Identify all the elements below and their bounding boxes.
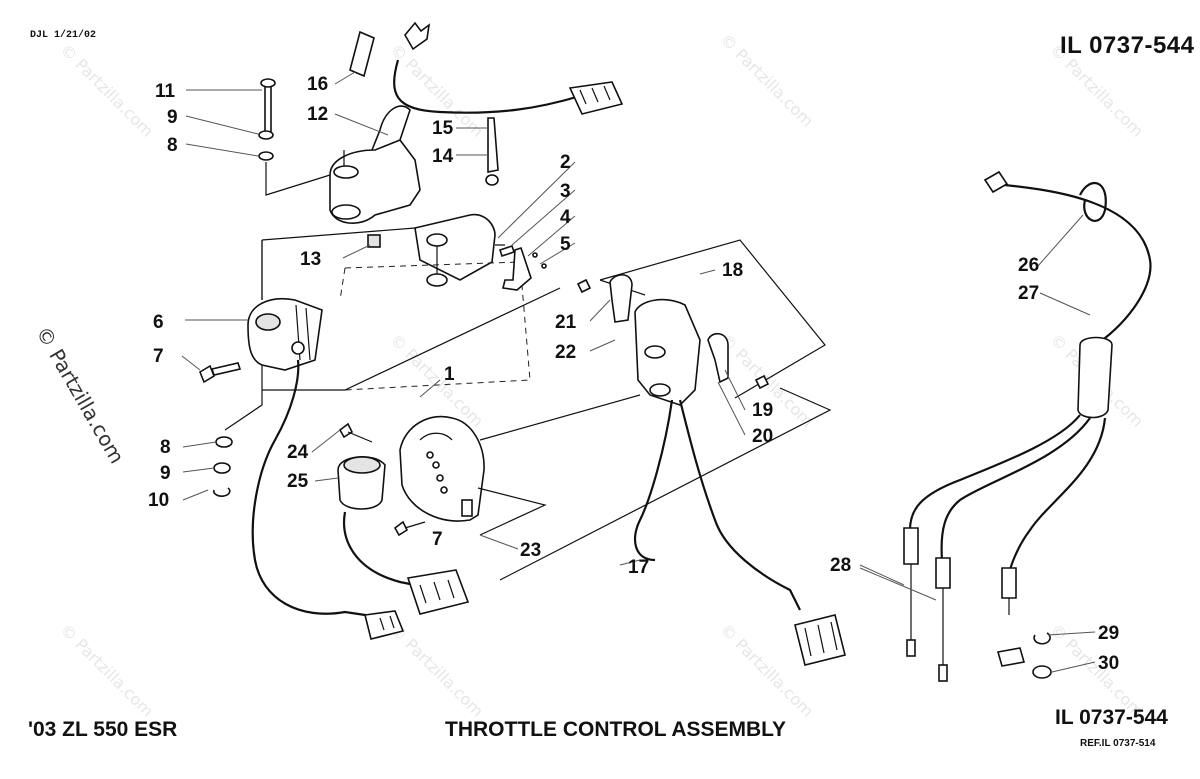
plate-connector xyxy=(794,614,846,666)
dial-screw-bottom xyxy=(393,520,426,537)
callout-18: 18 xyxy=(722,260,743,281)
throttle-cable xyxy=(903,170,1152,682)
callout-22: 22 xyxy=(555,342,576,363)
callout-30: 30 xyxy=(1098,653,1119,674)
callout-13: 13 xyxy=(300,249,321,270)
callout-28: 28 xyxy=(830,555,851,576)
callout-25: 25 xyxy=(287,471,309,492)
callout-9: 9 xyxy=(167,107,178,128)
throttle-switch-body xyxy=(339,213,531,391)
date-code: DJL 1/21/02 xyxy=(30,30,97,41)
cable-o-ring xyxy=(1032,665,1052,679)
callout-17: 17 xyxy=(628,557,649,578)
callout-7: 7 xyxy=(153,346,164,367)
dial-wire xyxy=(343,511,431,590)
reference-id: REF.IL 0737-514 xyxy=(1080,738,1156,749)
callout-11: 11 xyxy=(155,81,176,102)
model-name: '03 ZL 550 ESR xyxy=(28,718,178,741)
switch-clips xyxy=(498,244,547,291)
housing-screw xyxy=(199,362,242,384)
illustration-id-bottom: IL 0737-544 xyxy=(1055,706,1168,729)
callout-3: 3 xyxy=(560,181,571,202)
cable-end xyxy=(996,647,1026,667)
plate-wire xyxy=(678,399,801,611)
illustration-id-top: IL 0737-544 xyxy=(1060,32,1195,59)
callout-27: 27 xyxy=(1018,283,1039,304)
throttle-housing xyxy=(247,240,323,371)
callout-8-bottom: 8 xyxy=(160,437,171,458)
callout-19: 19 xyxy=(752,400,773,421)
plate-wire-2 xyxy=(633,399,674,562)
throttle-lever xyxy=(329,105,421,248)
diagram-title: THROTTLE CONTROL ASSEMBLY xyxy=(445,718,787,741)
housing-wire xyxy=(251,359,373,618)
callout-26: 26 xyxy=(1018,255,1039,276)
callout-20: 20 xyxy=(752,426,773,447)
hook-left xyxy=(609,274,633,323)
switch-keeper xyxy=(485,117,499,186)
callout-29: 29 xyxy=(1098,623,1119,644)
switch-plate xyxy=(599,239,826,406)
callout-5: 5 xyxy=(560,234,571,255)
cable-clip xyxy=(1033,632,1051,645)
callout-24: 24 xyxy=(287,442,309,463)
lever-pin xyxy=(258,78,331,196)
bottom-washers xyxy=(213,365,263,497)
callout-16: 16 xyxy=(307,74,328,95)
dial-connector xyxy=(406,569,470,615)
callout-12: 12 xyxy=(307,104,328,125)
dial-screw xyxy=(338,422,373,443)
adjuster-dial xyxy=(399,415,485,522)
callout-1: 1 xyxy=(444,364,455,385)
callout-21: 21 xyxy=(555,312,577,333)
callout-7-bottom: 7 xyxy=(432,529,443,550)
callout-10: 10 xyxy=(148,490,169,511)
plate-screws xyxy=(576,278,770,390)
callout-6: 6 xyxy=(153,312,164,333)
callout-9-bottom: 9 xyxy=(160,463,171,484)
callout-15: 15 xyxy=(432,118,454,139)
callout-23: 23 xyxy=(520,540,541,561)
callout-8: 8 xyxy=(167,135,178,156)
callout-2: 2 xyxy=(560,152,571,173)
housing-connector xyxy=(364,610,405,640)
dial-knob xyxy=(337,455,386,510)
hook-right xyxy=(707,332,729,384)
callout-14: 14 xyxy=(432,146,454,167)
heater-connector xyxy=(349,21,624,115)
callout-4: 4 xyxy=(560,207,571,228)
